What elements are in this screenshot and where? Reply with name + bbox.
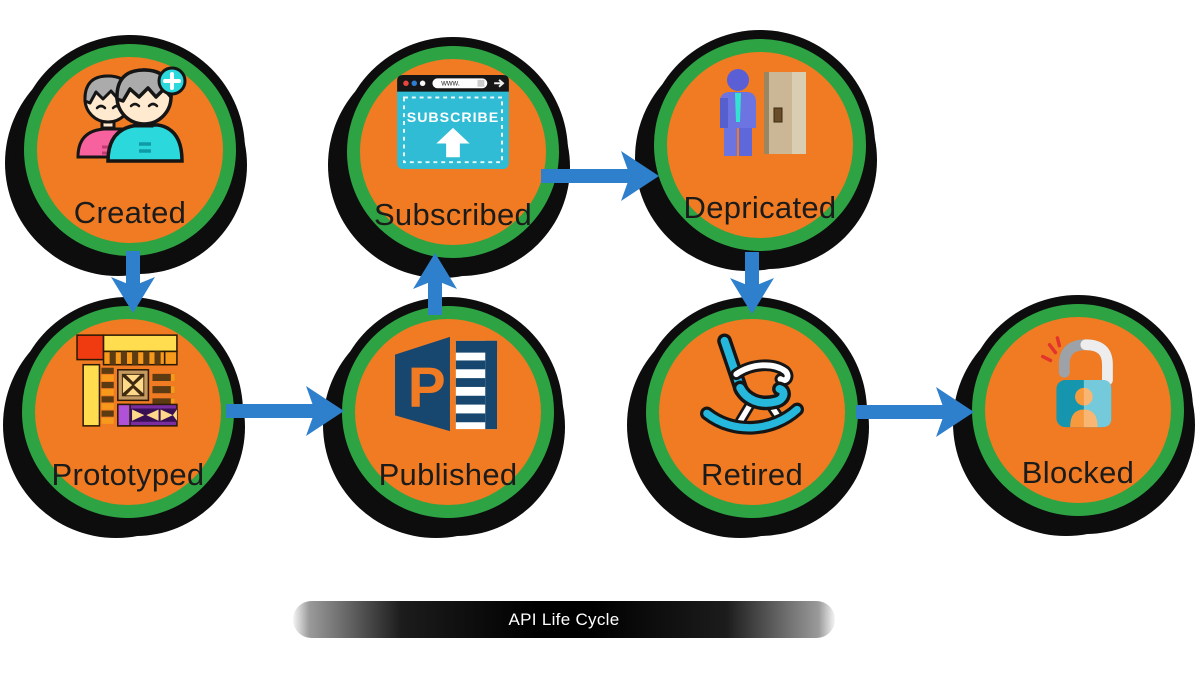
prototype-mosaic-icon — [76, 334, 178, 427]
person-door-icon — [720, 69, 806, 156]
browser-url-text: www. — [440, 79, 460, 88]
right-arrow-icon — [856, 387, 974, 437]
arrow-prototyped-to-published — [226, 384, 344, 443]
right-arrow-icon — [541, 151, 659, 201]
node-blocked: Blocked — [972, 304, 1184, 516]
up-arrow-glyph — [436, 127, 470, 158]
node-published: P Published — [342, 306, 554, 518]
arrow-published-to-subscribed — [411, 251, 459, 320]
rocking-chair-icon — [700, 333, 804, 435]
node-created: Created — [24, 44, 236, 256]
arrow-subscribed-to-depricated — [541, 149, 659, 208]
up-arrow-icon — [413, 253, 457, 315]
node-prototyped-label: Prototyped — [51, 457, 205, 492]
node-subscribed-label: Subscribed — [373, 197, 533, 232]
lock-user-icon — [1040, 336, 1113, 428]
arrow-depricated-to-retired — [728, 252, 776, 321]
publisher-document-icon: P — [395, 336, 498, 432]
node-depricated-label: Depricated — [683, 190, 837, 225]
node-created-label: Created — [73, 195, 187, 230]
arrow-created-to-prototyped — [109, 251, 157, 320]
right-arrow-icon — [226, 386, 344, 436]
node-retired: Retired — [646, 306, 858, 518]
down-arrow-icon — [111, 251, 155, 313]
subscribe-button-text: SUBSCRIBE — [407, 110, 499, 126]
down-arrow-icon — [730, 252, 774, 314]
node-published-label: Published — [378, 457, 518, 492]
publisher-letter: P — [408, 357, 446, 420]
title-banner: API Life Cycle — [293, 601, 835, 638]
subscribe-browser-icon: www. SUBSCRIBE — [397, 74, 509, 170]
add-users-icon — [76, 66, 187, 163]
node-prototyped: Prototyped — [22, 306, 234, 518]
title-banner-label: API Life Cycle — [508, 609, 620, 629]
node-subscribed: www. SUBSCRIBE Subscribed — [347, 46, 559, 258]
node-depricated: Depricated — [654, 39, 866, 251]
node-retired-label: Retired — [700, 457, 804, 492]
node-blocked-label: Blocked — [1021, 455, 1135, 490]
arrow-retired-to-blocked — [856, 385, 974, 444]
